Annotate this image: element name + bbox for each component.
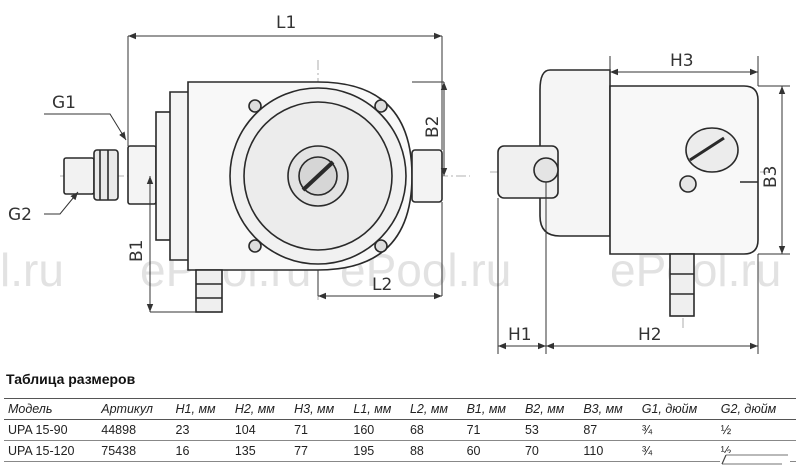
table-row: UPA 15-120 75438 16 135 77 195 88 60 70 …: [4, 440, 796, 462]
header-g1: G1, дюйм: [637, 398, 717, 420]
table-header-row: Модель Артикул H1, мм H2, мм H3, мм L1, …: [4, 398, 796, 420]
cell-h3: 71: [290, 419, 350, 441]
cell-h2: 104: [230, 419, 291, 441]
dim-label-h3: H3: [670, 51, 694, 71]
cell-h1: 23: [171, 419, 231, 441]
cell-h1: 16: [171, 440, 231, 462]
dim-label-l2: L2: [372, 275, 392, 295]
header-l2: L2, мм: [405, 398, 463, 420]
cell-article: 44898: [97, 419, 172, 441]
header-b2: B2, мм: [520, 398, 580, 420]
cell-b2: 53: [520, 419, 580, 441]
cell-l1: 195: [349, 440, 406, 462]
dim-label-h1: H1: [508, 325, 532, 345]
cell-l2: 88: [405, 440, 463, 462]
cell-g2: ½: [716, 419, 796, 441]
header-b3: B3, мм: [579, 398, 638, 420]
table-row: UPA 15-90 44898 23 104 71 160 68 71 53 8…: [4, 419, 796, 441]
dim-label-h2: H2: [638, 325, 662, 345]
table-title: Таблица размеров: [6, 371, 136, 387]
dim-label-b3: B3: [761, 166, 781, 188]
cell-g1: ¾: [637, 440, 717, 462]
dimensions-table: Модель Артикул H1, мм H2, мм H3, мм L1, …: [4, 398, 796, 462]
cell-b1: 60: [462, 440, 521, 462]
cell-model: UPA 15-90: [4, 419, 98, 441]
header-g2: G2, дюйм: [716, 398, 796, 420]
dim-label-g1: G1: [52, 93, 76, 113]
cell-b2: 70: [520, 440, 580, 462]
cell-model: UPA 15-120: [4, 440, 98, 462]
dim-label-b1: B1: [127, 240, 147, 262]
header-article: Артикул: [97, 398, 172, 420]
watermark-partial: l.ru: [0, 244, 64, 296]
cell-b3: 110: [579, 440, 638, 462]
cell-g1: ¾: [637, 419, 717, 441]
header-h1: H1, мм: [171, 398, 231, 420]
dimension-lines: [44, 32, 790, 354]
pump-side-view: [497, 69, 759, 317]
header-b1: B1, мм: [462, 398, 521, 420]
cell-b3: 87: [579, 419, 638, 441]
cell-b1: 71: [462, 419, 521, 441]
header-h3: H3, мм: [290, 398, 350, 420]
dim-label-b2: B2: [423, 116, 443, 138]
cell-l2: 68: [405, 419, 463, 441]
dim-label-l1: L1: [276, 13, 296, 33]
dim-label-g2: G2: [8, 205, 32, 225]
pump-dimension-drawing: l.ru ePool.ru ePool.ru ePool.ru: [0, 13, 790, 354]
header-model: Модель: [4, 398, 98, 420]
cell-h2: 135: [230, 440, 291, 462]
cell-l1: 160: [349, 419, 406, 441]
cell-h3: 77: [290, 440, 350, 462]
brand-logo: [720, 453, 790, 465]
header-l1: L1, мм: [349, 398, 406, 420]
cell-article: 75438: [97, 440, 172, 462]
header-h2: H2, мм: [230, 398, 291, 420]
pump-front-view: [63, 81, 443, 313]
